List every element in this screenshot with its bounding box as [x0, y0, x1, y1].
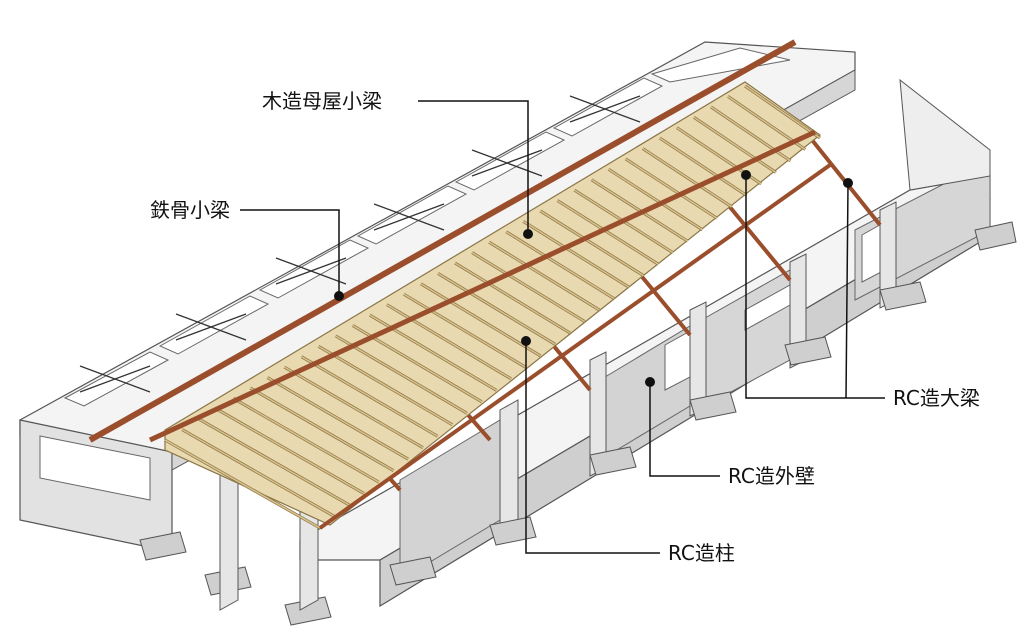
timber-rafter [181, 428, 336, 518]
timber-rafter [744, 85, 821, 139]
timber-rafter [488, 241, 600, 311]
timber-rafter [335, 335, 468, 414]
eave-steel-beam [318, 163, 832, 530]
timber-rafter [625, 158, 718, 219]
rc-column-leader [525, 343, 660, 554]
label-steel-beam: 鉄骨小梁 [150, 198, 230, 222]
timber-rafter [556, 199, 659, 265]
timber-rafter [608, 168, 703, 231]
timber-rafters [164, 84, 821, 530]
left-end-opening [39, 435, 151, 501]
timber-rafter [249, 387, 394, 472]
timber-rafter [403, 293, 527, 369]
timber-rafter [539, 210, 644, 277]
timber-roof [148, 81, 832, 530]
steel-beam-leader [240, 209, 340, 296]
timber-rafter [420, 283, 542, 357]
timber-rafter [198, 418, 350, 506]
leaders [240, 100, 885, 554]
timber-rafter [215, 408, 365, 495]
timber-rafter [505, 231, 615, 300]
timber-rafter [642, 147, 733, 208]
timber-rafter [693, 116, 777, 174]
left-steel-beam [88, 39, 797, 443]
left-bays [63, 47, 791, 407]
rc-columns [219, 201, 897, 611]
timber-rafter [454, 262, 571, 334]
label-purlin: 木造母屋小梁 [262, 89, 382, 113]
timber-rafter [522, 220, 630, 288]
timber-rafter [284, 366, 424, 449]
timber-rafter [266, 376, 409, 460]
rc-girder-leader-2 [745, 175, 885, 399]
right-end-gable [899, 78, 991, 191]
timber-rafter [659, 137, 747, 197]
leader-dots [334, 170, 853, 387]
label-rc-girder: RC造大梁 [893, 386, 980, 410]
right-building [219, 78, 1017, 611]
rc-girder-leader [845, 184, 849, 399]
timber-rafter [301, 356, 439, 437]
timber-rafter [591, 179, 689, 242]
timber-rafter [318, 345, 453, 426]
purlin-leader [418, 100, 529, 234]
left-footings [139, 531, 332, 626]
timber-rafter [437, 272, 556, 346]
left-braces [79, 95, 641, 393]
rc-wall-leader [649, 382, 720, 477]
timber-rafter [164, 439, 321, 529]
timber-rafter [471, 251, 586, 323]
label-rc-column: RC造柱 [668, 541, 735, 565]
timber-rafter [232, 397, 380, 483]
right-footings [389, 221, 1017, 586]
ridge-steel-beam [148, 129, 817, 443]
label-rc-wall: RC造外壁 [728, 464, 815, 488]
timber-rafter [386, 303, 512, 380]
